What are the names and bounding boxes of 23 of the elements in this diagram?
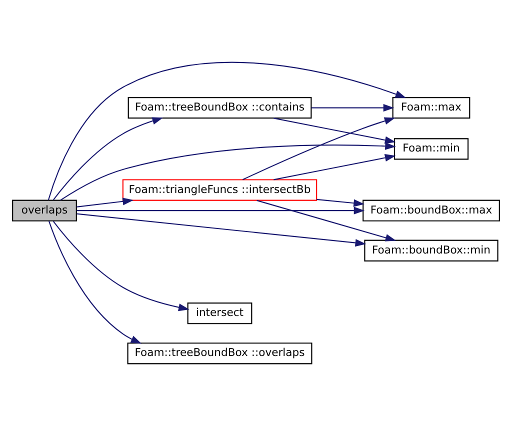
node-box: Foam::triangleFuncs ::intersectBb <box>122 178 318 200</box>
node-box: Foam::treeBoundBox ::contains <box>128 96 312 118</box>
node-box: Foam::treeBoundBox ::overlaps <box>127 342 312 364</box>
arrow <box>52 220 190 311</box>
node-box: intersect <box>187 302 252 324</box>
arrow <box>242 116 396 180</box>
arrow <box>48 62 406 200</box>
arrow <box>60 142 396 200</box>
arrow <box>76 206 365 214</box>
arrow <box>274 117 396 144</box>
node-box: Foam::boundBox::min <box>364 239 498 261</box>
node-box: Foam::min <box>394 138 469 160</box>
node-box: Foam::max <box>392 96 470 118</box>
arrow <box>48 220 142 344</box>
arrow <box>274 154 396 180</box>
arrow <box>311 104 394 112</box>
arrow <box>76 197 134 207</box>
arrow <box>256 199 396 241</box>
node-box: overlaps <box>12 199 77 221</box>
arrow <box>52 116 164 200</box>
node-box: Foam::boundBox::max <box>362 199 500 221</box>
arrow <box>316 198 364 206</box>
arrow <box>76 212 366 246</box>
